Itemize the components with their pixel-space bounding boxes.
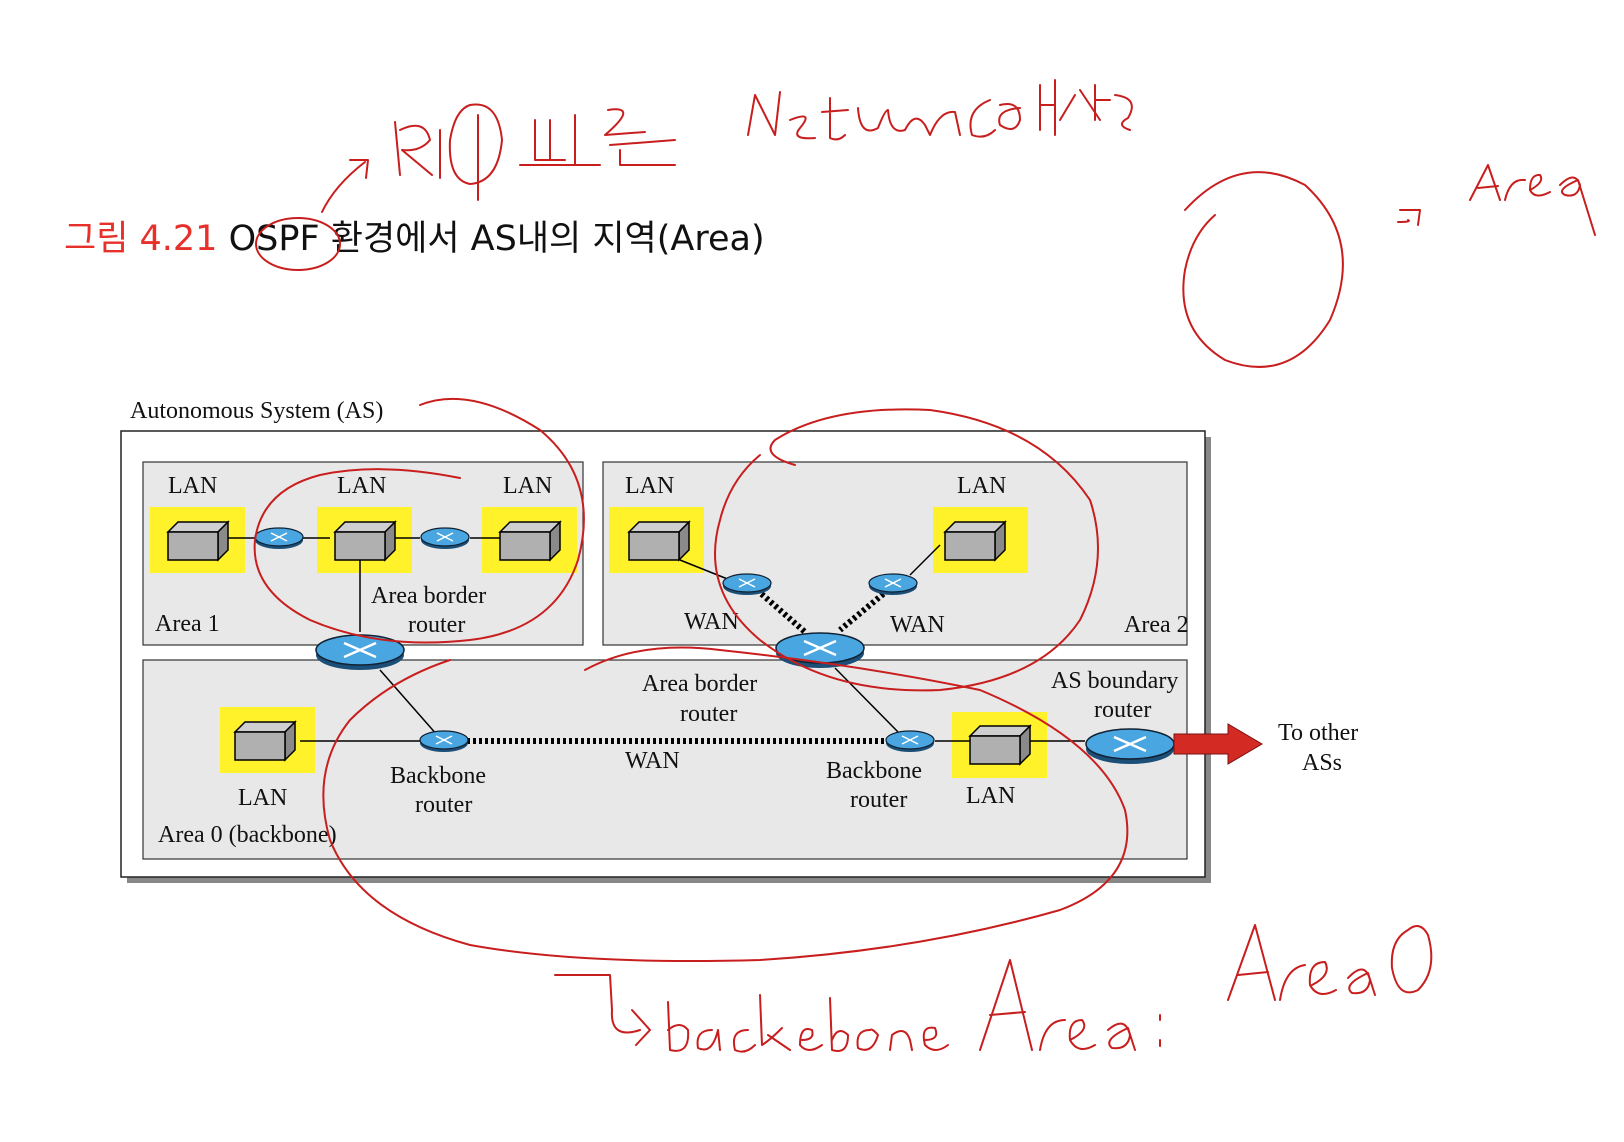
- figure-title-text: OSPF 환경에서 AS내의 지역(Area): [228, 219, 765, 259]
- area0-lan-label: LAN: [966, 783, 1015, 809]
- handwritten-note-area: [979, 959, 1161, 1051]
- handwritten-note-network: [747, 79, 1133, 141]
- wan-links: [455, 587, 890, 744]
- area2-wan-label: WAN: [684, 609, 739, 635]
- handwritten-annotations: [253, 79, 1596, 1053]
- router-icon: [254, 527, 304, 550]
- area1-abr-label: router: [408, 612, 465, 638]
- arrow-icon: [1173, 723, 1263, 765]
- to-other-label: ASs: [1302, 750, 1342, 776]
- figure-number: 그림 4.21: [64, 219, 218, 259]
- area1-label: Area 1: [155, 611, 220, 637]
- handwritten-loop: [253, 397, 585, 644]
- figure-title: 그림 4.21 OSPF 환경에서 AS내의 지역(Area): [64, 210, 765, 261]
- area1-lan-label: LAN: [503, 473, 552, 499]
- as-label: Autonomous System (AS): [130, 398, 383, 424]
- area2-label: Area 2: [1124, 612, 1189, 638]
- lan-icon: [499, 521, 561, 561]
- handwritten-arrow-icon: [1397, 209, 1421, 226]
- area0-abr-label: router: [680, 701, 737, 727]
- asbr-label: AS boundary: [1051, 668, 1178, 694]
- to-other-label: To other: [1278, 720, 1358, 746]
- area1-lan-label: LAN: [168, 473, 217, 499]
- asbr-label: router: [1094, 697, 1151, 723]
- router-icon: [868, 573, 918, 596]
- backbone-router-label: router: [415, 792, 472, 818]
- lan-icon: [334, 521, 396, 561]
- area1-lan-label: LAN: [337, 473, 386, 499]
- handwritten-arrow-icon: [321, 159, 369, 213]
- backbone-router-label: Backbone: [390, 763, 486, 789]
- area0-wan-label: WAN: [625, 748, 680, 774]
- backbone-router-label: router: [850, 787, 907, 813]
- area0-label: Area 0 (backbone): [158, 822, 337, 848]
- backbone-router-icon: [419, 730, 469, 753]
- handwritten-note-korean: [519, 108, 676, 166]
- lan-icon: [234, 721, 296, 761]
- handwritten-loop: [322, 646, 1129, 962]
- area0-abr-label: Area border: [642, 671, 757, 697]
- backbone-router-label: Backbone: [826, 758, 922, 784]
- router-icon: [722, 573, 772, 596]
- handwritten-note-area: [1469, 164, 1596, 236]
- area2-wan-label: WAN: [890, 612, 945, 638]
- lan-icon: [944, 521, 1006, 561]
- handwritten-note-backbone: [667, 994, 949, 1053]
- handwritten-circle: [255, 217, 341, 271]
- lan-icon: [628, 521, 690, 561]
- lan-icon: [969, 725, 1031, 765]
- handwritten-arrow-icon: [554, 974, 651, 1046]
- area2-lan-label: LAN: [625, 473, 674, 499]
- area2-lan-label: LAN: [957, 473, 1006, 499]
- handwritten-loop: [714, 408, 1099, 692]
- backbone-router-icon: [885, 730, 935, 753]
- router-icon: [420, 527, 470, 550]
- as-boundary-router-icon: [1084, 727, 1176, 766]
- area0-lan-label: LAN: [238, 785, 287, 811]
- area1-abr-label: Area border: [371, 583, 486, 609]
- handwritten-circle-icon: [1182, 171, 1344, 368]
- handwritten-note-rip: [394, 103, 503, 201]
- lan-icon: [167, 521, 229, 561]
- handwritten-note-area0: [1227, 924, 1433, 1001]
